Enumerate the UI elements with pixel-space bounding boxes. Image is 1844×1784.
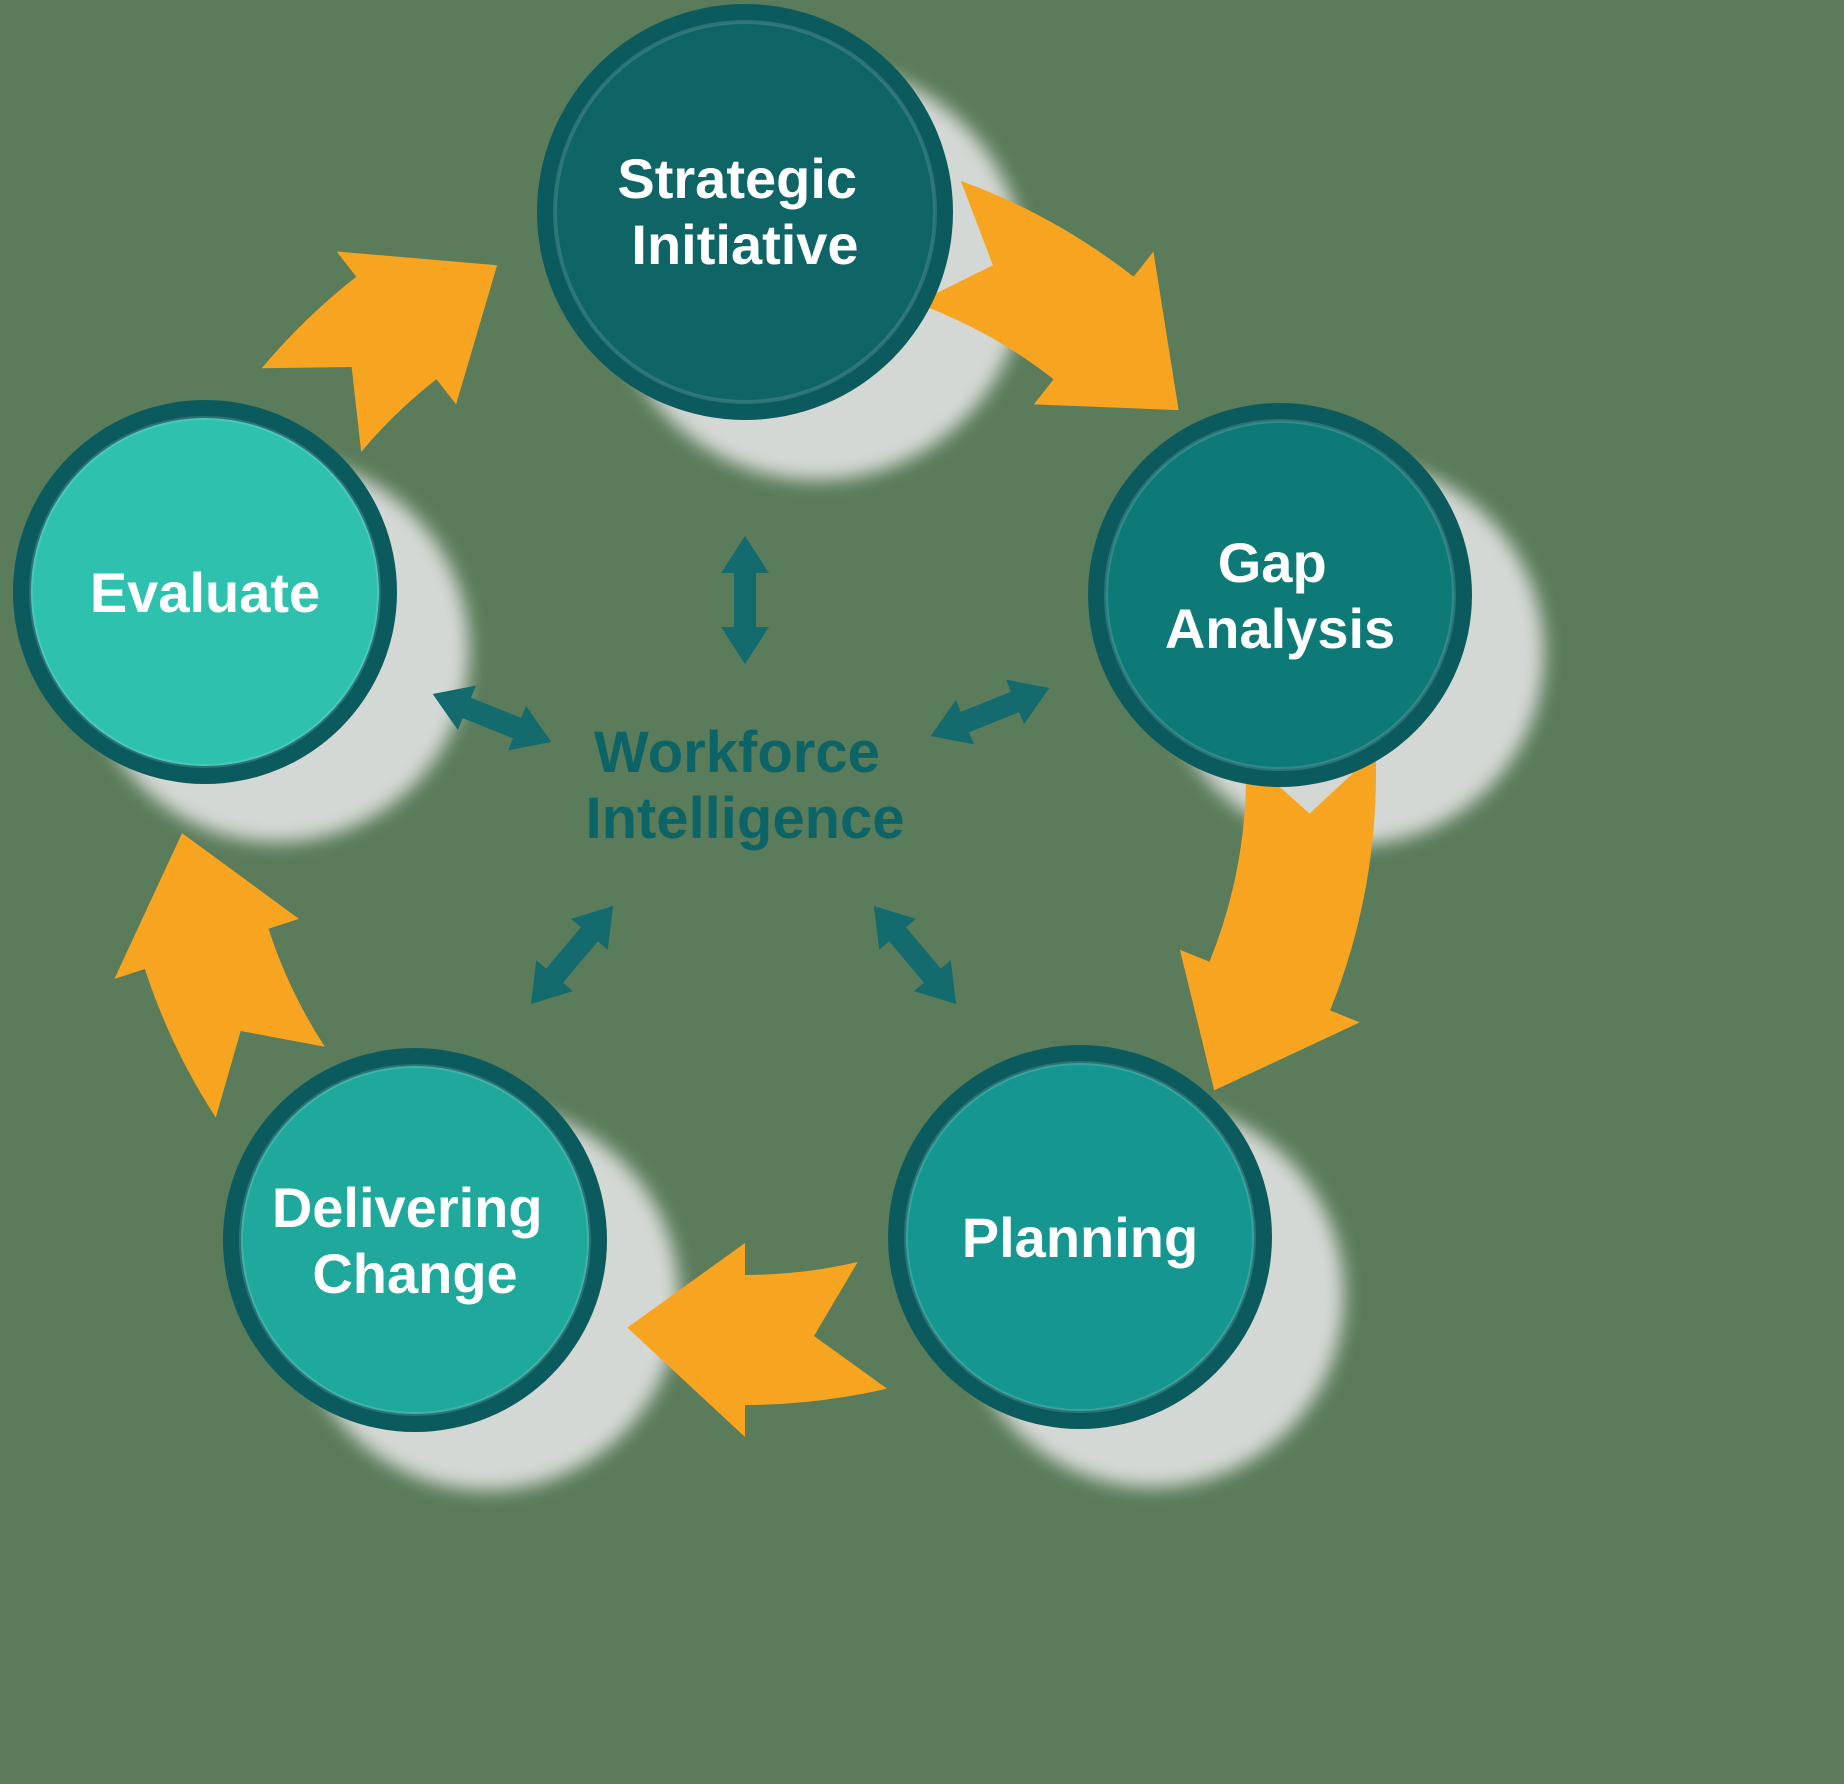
center-hub-label: Workforce Intelligence — [585, 720, 904, 851]
node-fill — [904, 1061, 1256, 1413]
node-fill — [29, 416, 381, 768]
cycle-arrow-planning-to-delivering-icon — [627, 1243, 887, 1437]
cycle-arrow-delivering-to-evaluate-icon — [114, 833, 325, 1118]
cycle-arrow-gap-to-planning-icon — [1179, 752, 1376, 1091]
node-label: Planning — [962, 1206, 1198, 1269]
node-planning: Planning — [888, 1045, 1272, 1429]
node-label: Evaluate — [90, 561, 320, 624]
node-label: Delivering Change — [272, 1176, 558, 1305]
node-label: Strategic Initiative — [617, 147, 872, 276]
node-delivering-change: Delivering Change — [223, 1048, 607, 1432]
node-gap-analysis: Gap Analysis — [1088, 403, 1472, 787]
cycle-arrow-evaluate-to-strategic-icon — [261, 251, 498, 452]
cycle-arrow-strategic-to-gap-icon — [916, 180, 1179, 411]
node-fill — [239, 1064, 591, 1416]
node-label: Gap Analysis — [1165, 531, 1395, 660]
node-strategic-initiative: Strategic Initiative — [537, 4, 953, 420]
node-fill — [553, 20, 937, 404]
node-fill — [1104, 419, 1456, 771]
node-evaluate: Evaluate — [13, 400, 397, 784]
